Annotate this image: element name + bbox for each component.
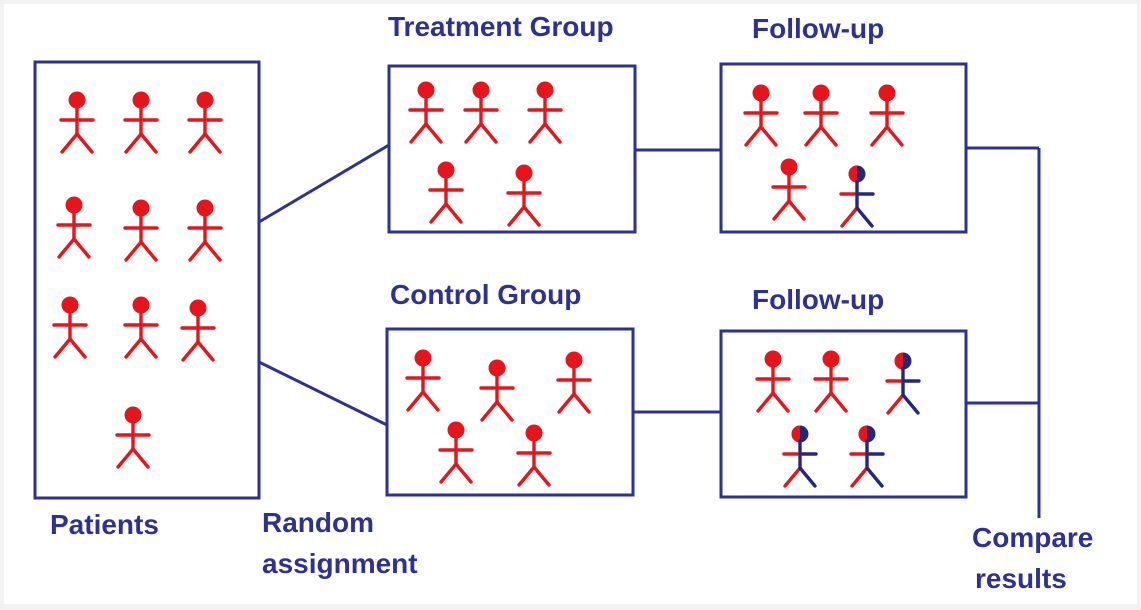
compare-results-label-line2: results bbox=[975, 563, 1067, 594]
person-icon bbox=[180, 299, 216, 362]
control-followup-box bbox=[719, 329, 968, 499]
person-icon bbox=[556, 351, 592, 414]
patients-box bbox=[33, 60, 261, 500]
person-icon bbox=[56, 196, 92, 259]
person-icon bbox=[405, 349, 441, 412]
random-assignment-line-top bbox=[258, 143, 390, 224]
person-icon bbox=[59, 91, 95, 154]
person-icon bbox=[408, 81, 444, 144]
person-icon bbox=[123, 199, 159, 262]
person-icon bbox=[479, 359, 515, 422]
control-followup-label: Follow-up bbox=[752, 284, 885, 315]
patients-label: Patients bbox=[50, 509, 159, 540]
treatment-group-label: Treatment Group bbox=[388, 11, 614, 42]
person-icon bbox=[743, 84, 779, 147]
random-assignment-label-line1: Random bbox=[262, 507, 374, 538]
person-icon bbox=[771, 158, 807, 221]
person-icon bbox=[869, 84, 905, 147]
person-icon bbox=[187, 91, 223, 154]
random-assignment-line-bottom bbox=[258, 360, 388, 427]
person-icon bbox=[123, 296, 159, 359]
person-icon bbox=[187, 199, 223, 262]
person-icon bbox=[839, 165, 875, 228]
person-icon bbox=[428, 161, 464, 224]
person-icon bbox=[527, 81, 563, 144]
person-icon bbox=[438, 421, 474, 484]
person-icon bbox=[123, 91, 159, 154]
person-icon bbox=[849, 425, 885, 488]
person-icon bbox=[506, 164, 542, 227]
person-icon bbox=[755, 350, 791, 413]
person-icon bbox=[782, 425, 818, 488]
control-group-label: Control Group bbox=[390, 279, 582, 310]
person-figures bbox=[52, 81, 921, 488]
random-assignment-label-line2: assignment bbox=[262, 548, 418, 579]
treatment-followup-label: Follow-up bbox=[752, 13, 885, 44]
person-icon bbox=[463, 81, 499, 144]
compare-results-label-line1: Compare bbox=[972, 522, 1094, 553]
person-icon bbox=[115, 406, 151, 469]
person-icon bbox=[885, 352, 921, 415]
person-icon bbox=[803, 84, 839, 147]
person-icon bbox=[516, 424, 552, 487]
person-icon bbox=[813, 350, 849, 413]
person-icon bbox=[52, 296, 88, 359]
